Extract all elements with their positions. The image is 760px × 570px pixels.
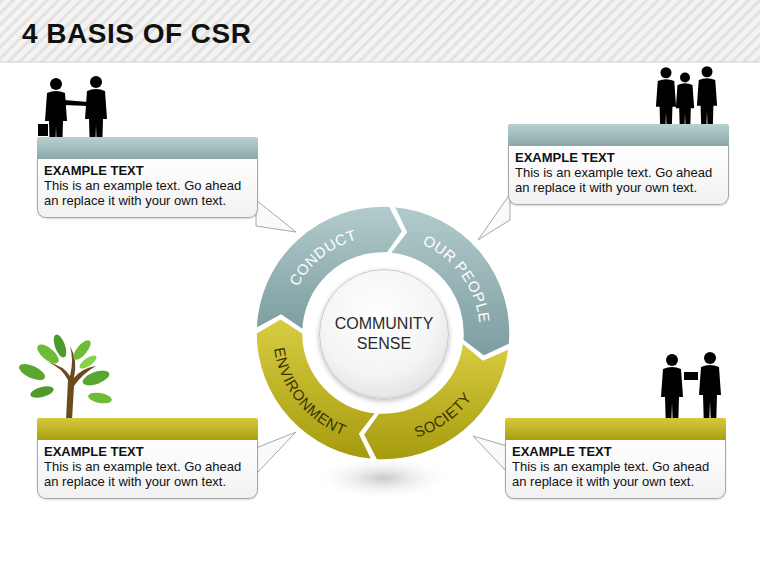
callout-band: [37, 137, 258, 159]
callout-body: EXAMPLE TEXTThis is an example text. Go …: [37, 440, 258, 499]
callout-band: [508, 124, 729, 146]
callout-band: [505, 418, 726, 440]
callout-body: EXAMPLE TEXTThis is an example text. Go …: [37, 159, 258, 218]
tree-illustration: [17, 333, 113, 420]
callout-text: This is an example text. Go ahead an rep…: [515, 165, 722, 195]
callout-heading: EXAMPLE TEXT: [515, 150, 722, 165]
segment-label-text: SOCIETY: [412, 389, 475, 441]
callout-body: EXAMPLE TEXTThis is an example text. Go …: [505, 440, 726, 499]
callout-text: This is an example text. Go ahead an rep…: [44, 178, 251, 208]
ring-shadow: [313, 456, 453, 500]
callout-tail: [473, 436, 507, 472]
callout-tail: [478, 194, 510, 240]
arrow-segment: [363, 343, 509, 460]
callout-body: EXAMPLE TEXTThis is an example text. Go …: [508, 146, 729, 205]
callout-text: This is an example text. Go ahead an rep…: [44, 459, 251, 489]
center-circle: COMMUNITY SENSE: [319, 269, 450, 400]
callout-heading: EXAMPLE TEXT: [44, 163, 251, 178]
page-title: 4 BASIS OF CSR: [22, 18, 251, 50]
callout-heading: EXAMPLE TEXT: [44, 444, 251, 459]
callout-box: EXAMPLE TEXTThis is an example text. Go …: [505, 418, 726, 499]
callout-tail: [256, 432, 296, 474]
segment-label: SOCIETY: [412, 389, 475, 441]
callout-box: EXAMPLE TEXTThis is an example text. Go …: [37, 418, 258, 499]
callout-band: [37, 418, 258, 440]
segment-label-text: ENVIRONMENT: [271, 346, 349, 439]
callout-heading: EXAMPLE TEXT: [512, 444, 719, 459]
callout-tail: [256, 200, 296, 232]
segment-label: ENVIRONMENT: [271, 346, 349, 439]
callout-text: This is an example text. Go ahead an rep…: [512, 459, 719, 489]
center-label: COMMUNITY SENSE: [328, 314, 440, 354]
callout-box: EXAMPLE TEXTThis is an example text. Go …: [508, 124, 729, 205]
callout-box: EXAMPLE TEXTThis is an example text. Go …: [37, 137, 258, 218]
arrow-segment: [256, 319, 376, 460]
header-band: [0, 0, 760, 62]
